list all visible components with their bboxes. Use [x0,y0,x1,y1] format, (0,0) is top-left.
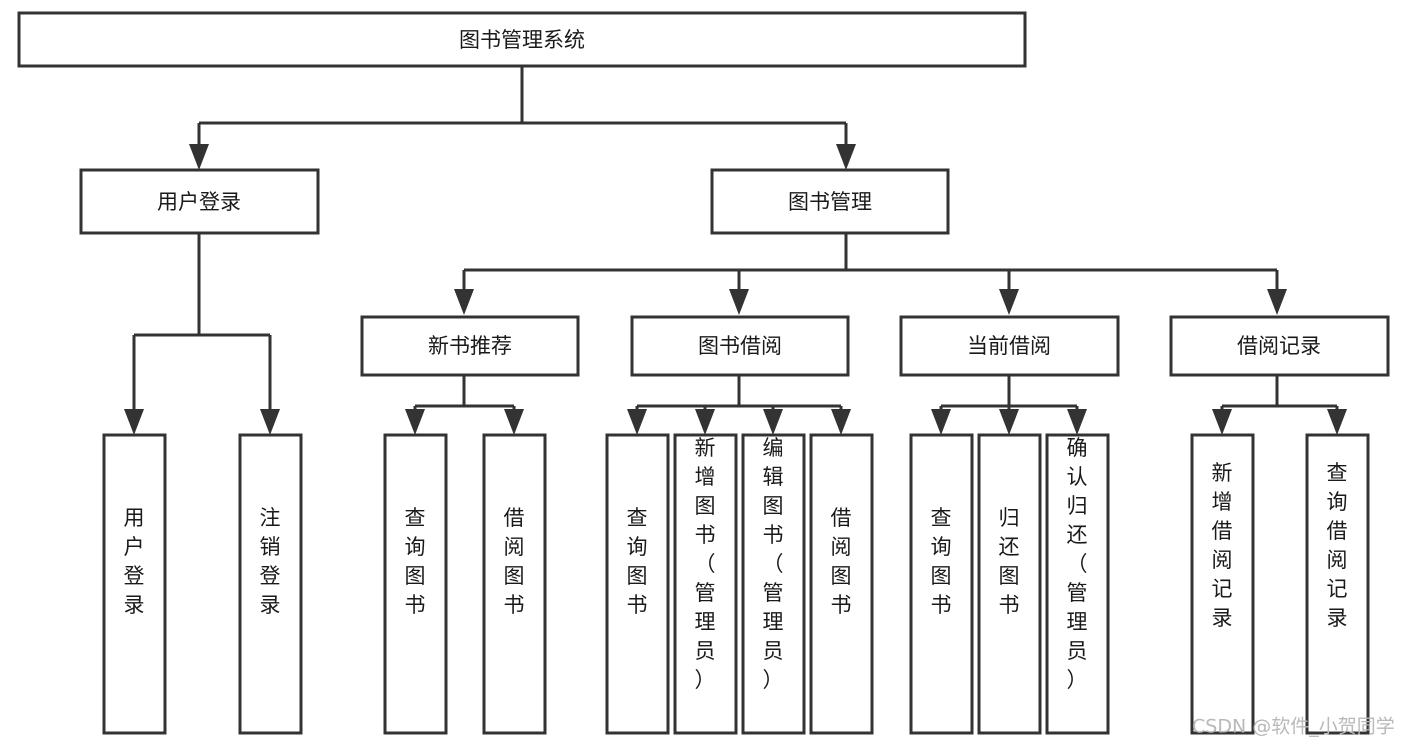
connector-userlogin-to-leaves [124,233,280,435]
arrow-head-icon [763,409,783,435]
arrow-head-icon [836,144,856,170]
node-leaf-query-borrow-record-box[interactable] [1305,433,1370,735]
node-leaf-add-borrow-record-box[interactable] [1190,433,1255,735]
node-leaf-return-book-box[interactable] [977,433,1042,735]
node-leaf-borrow-book-newbook[interactable]: 借阅图书 [482,433,547,735]
node-leaf-confirm-return-admin[interactable]: 确认归还（管理员） [1045,433,1110,735]
node-user-login-box[interactable] [79,168,320,235]
node-leaf-add-borrow-record[interactable]: 新增借阅记录 [1190,433,1255,735]
arrow-head-icon [931,409,951,435]
node-leaf-query-book-borrow-label: 查询图书 [627,506,648,617]
node-leaf-edit-book-admin[interactable]: 编辑图书（管理员） [741,433,806,735]
node-leaf-borrow-book-newbook-box[interactable] [482,433,547,735]
connector-bookmgmt-to-level3 [454,233,1287,315]
arrow-head-icon [1067,409,1087,435]
arrow-head-icon [260,409,280,435]
arrow-head-icon [729,289,749,315]
node-leaf-user-login-box[interactable] [102,433,167,735]
node-leaf-return-book-label: 归还图书 [999,506,1020,617]
node-leaf-query-book-newbook-box[interactable] [383,433,448,735]
arrow-head-icon [831,409,851,435]
node-leaf-logout-label: 注销登录 [260,506,281,617]
node-leaf-add-book-admin-label: 新增图书（管理员） [695,436,716,692]
arrow-head-icon [454,289,474,315]
node-book-management-box[interactable] [710,168,950,235]
node-current-borrow[interactable]: 当前借阅 [899,315,1120,377]
watermark-text: CSDN @软件_小贺同学 [1192,716,1395,738]
node-root-box[interactable] [17,11,1027,68]
arrow-head-icon [1327,409,1347,435]
node-book-borrow[interactable]: 图书借阅 [630,315,850,377]
arrow-head-icon [627,409,647,435]
node-leaf-add-book-admin-box[interactable] [673,433,738,735]
node-leaf-borrow-book-borrow-label: 借阅图书 [831,506,852,617]
node-new-book-recommend-box[interactable] [360,315,580,377]
node-leaf-borrow-book-borrow-box[interactable] [809,433,874,735]
node-leaf-confirm-return-admin-box[interactable] [1045,433,1110,735]
connector-newbook-to-leaves [405,375,524,435]
arrow-head-icon [1212,409,1232,435]
node-leaf-query-book-borrow[interactable]: 查询图书 [605,433,670,735]
node-borrow-record[interactable]: 借阅记录 [1169,315,1390,377]
node-leaf-query-borrow-record-label: 查询借阅记录 [1327,461,1348,630]
node-root[interactable]: 图书管理系统 [17,11,1027,68]
arrow-head-icon [124,409,144,435]
connector-root-to-level2 [189,66,856,170]
node-leaf-borrow-book-borrow[interactable]: 借阅图书 [809,433,874,735]
node-leaf-query-book-newbook-label: 查询图书 [405,506,426,617]
arrow-head-icon [504,409,524,435]
node-current-borrow-label: 当前借阅 [967,334,1051,358]
arrow-head-icon [189,144,209,170]
node-leaf-edit-book-admin-label: 编辑图书（管理员） [763,436,784,692]
node-user-login-label: 用户登录 [157,190,241,214]
node-leaf-query-book-borrow-box[interactable] [605,433,670,735]
node-leaf-user-login-label: 用户登录 [124,506,145,617]
node-leaf-user-login[interactable]: 用户登录 [102,433,167,735]
arrow-head-icon [999,409,1019,435]
node-borrow-record-box[interactable] [1169,315,1390,377]
node-borrow-record-label: 借阅记录 [1237,334,1321,358]
node-new-book-recommend[interactable]: 新书推荐 [360,315,580,377]
node-leaf-query-book-current-label: 查询图书 [931,506,952,617]
node-leaf-query-borrow-record[interactable]: 查询借阅记录 [1305,433,1370,735]
node-book-management-label: 图书管理 [788,190,872,214]
node-user-login[interactable]: 用户登录 [79,168,320,235]
node-leaf-borrow-book-newbook-label: 借阅图书 [504,506,525,617]
node-leaf-confirm-return-admin-label: 确认归还（管理员） [1067,436,1088,692]
arrow-head-icon [695,409,715,435]
node-leaf-add-book-admin[interactable]: 新增图书（管理员） [673,433,738,735]
node-book-borrow-label: 图书借阅 [698,334,782,358]
node-root-label: 图书管理系统 [459,28,585,52]
node-leaf-add-borrow-record-label: 新增借阅记录 [1212,461,1233,630]
node-leaf-logout[interactable]: 注销登录 [238,433,303,735]
node-leaf-logout-box[interactable] [238,433,303,735]
node-new-book-recommend-label: 新书推荐 [428,334,512,358]
connector-borrowrecord-to-leaves [1212,375,1347,435]
node-leaf-query-book-newbook[interactable]: 查询图书 [383,433,448,735]
connector-bookborrow-to-leaves [627,375,851,435]
node-book-borrow-box[interactable] [630,315,850,377]
node-current-borrow-box[interactable] [899,315,1120,377]
node-leaf-edit-book-admin-box[interactable] [741,433,806,735]
node-leaf-return-book[interactable]: 归还图书 [977,433,1042,735]
node-leaf-query-book-current-box[interactable] [909,433,974,735]
node-book-management[interactable]: 图书管理 [710,168,950,235]
arrow-head-icon [1267,289,1287,315]
connector-currentborrow-to-leaves [931,375,1087,435]
arrow-head-icon [405,409,425,435]
arrow-head-icon [999,289,1019,315]
node-leaf-query-book-current[interactable]: 查询图书 [909,433,974,735]
